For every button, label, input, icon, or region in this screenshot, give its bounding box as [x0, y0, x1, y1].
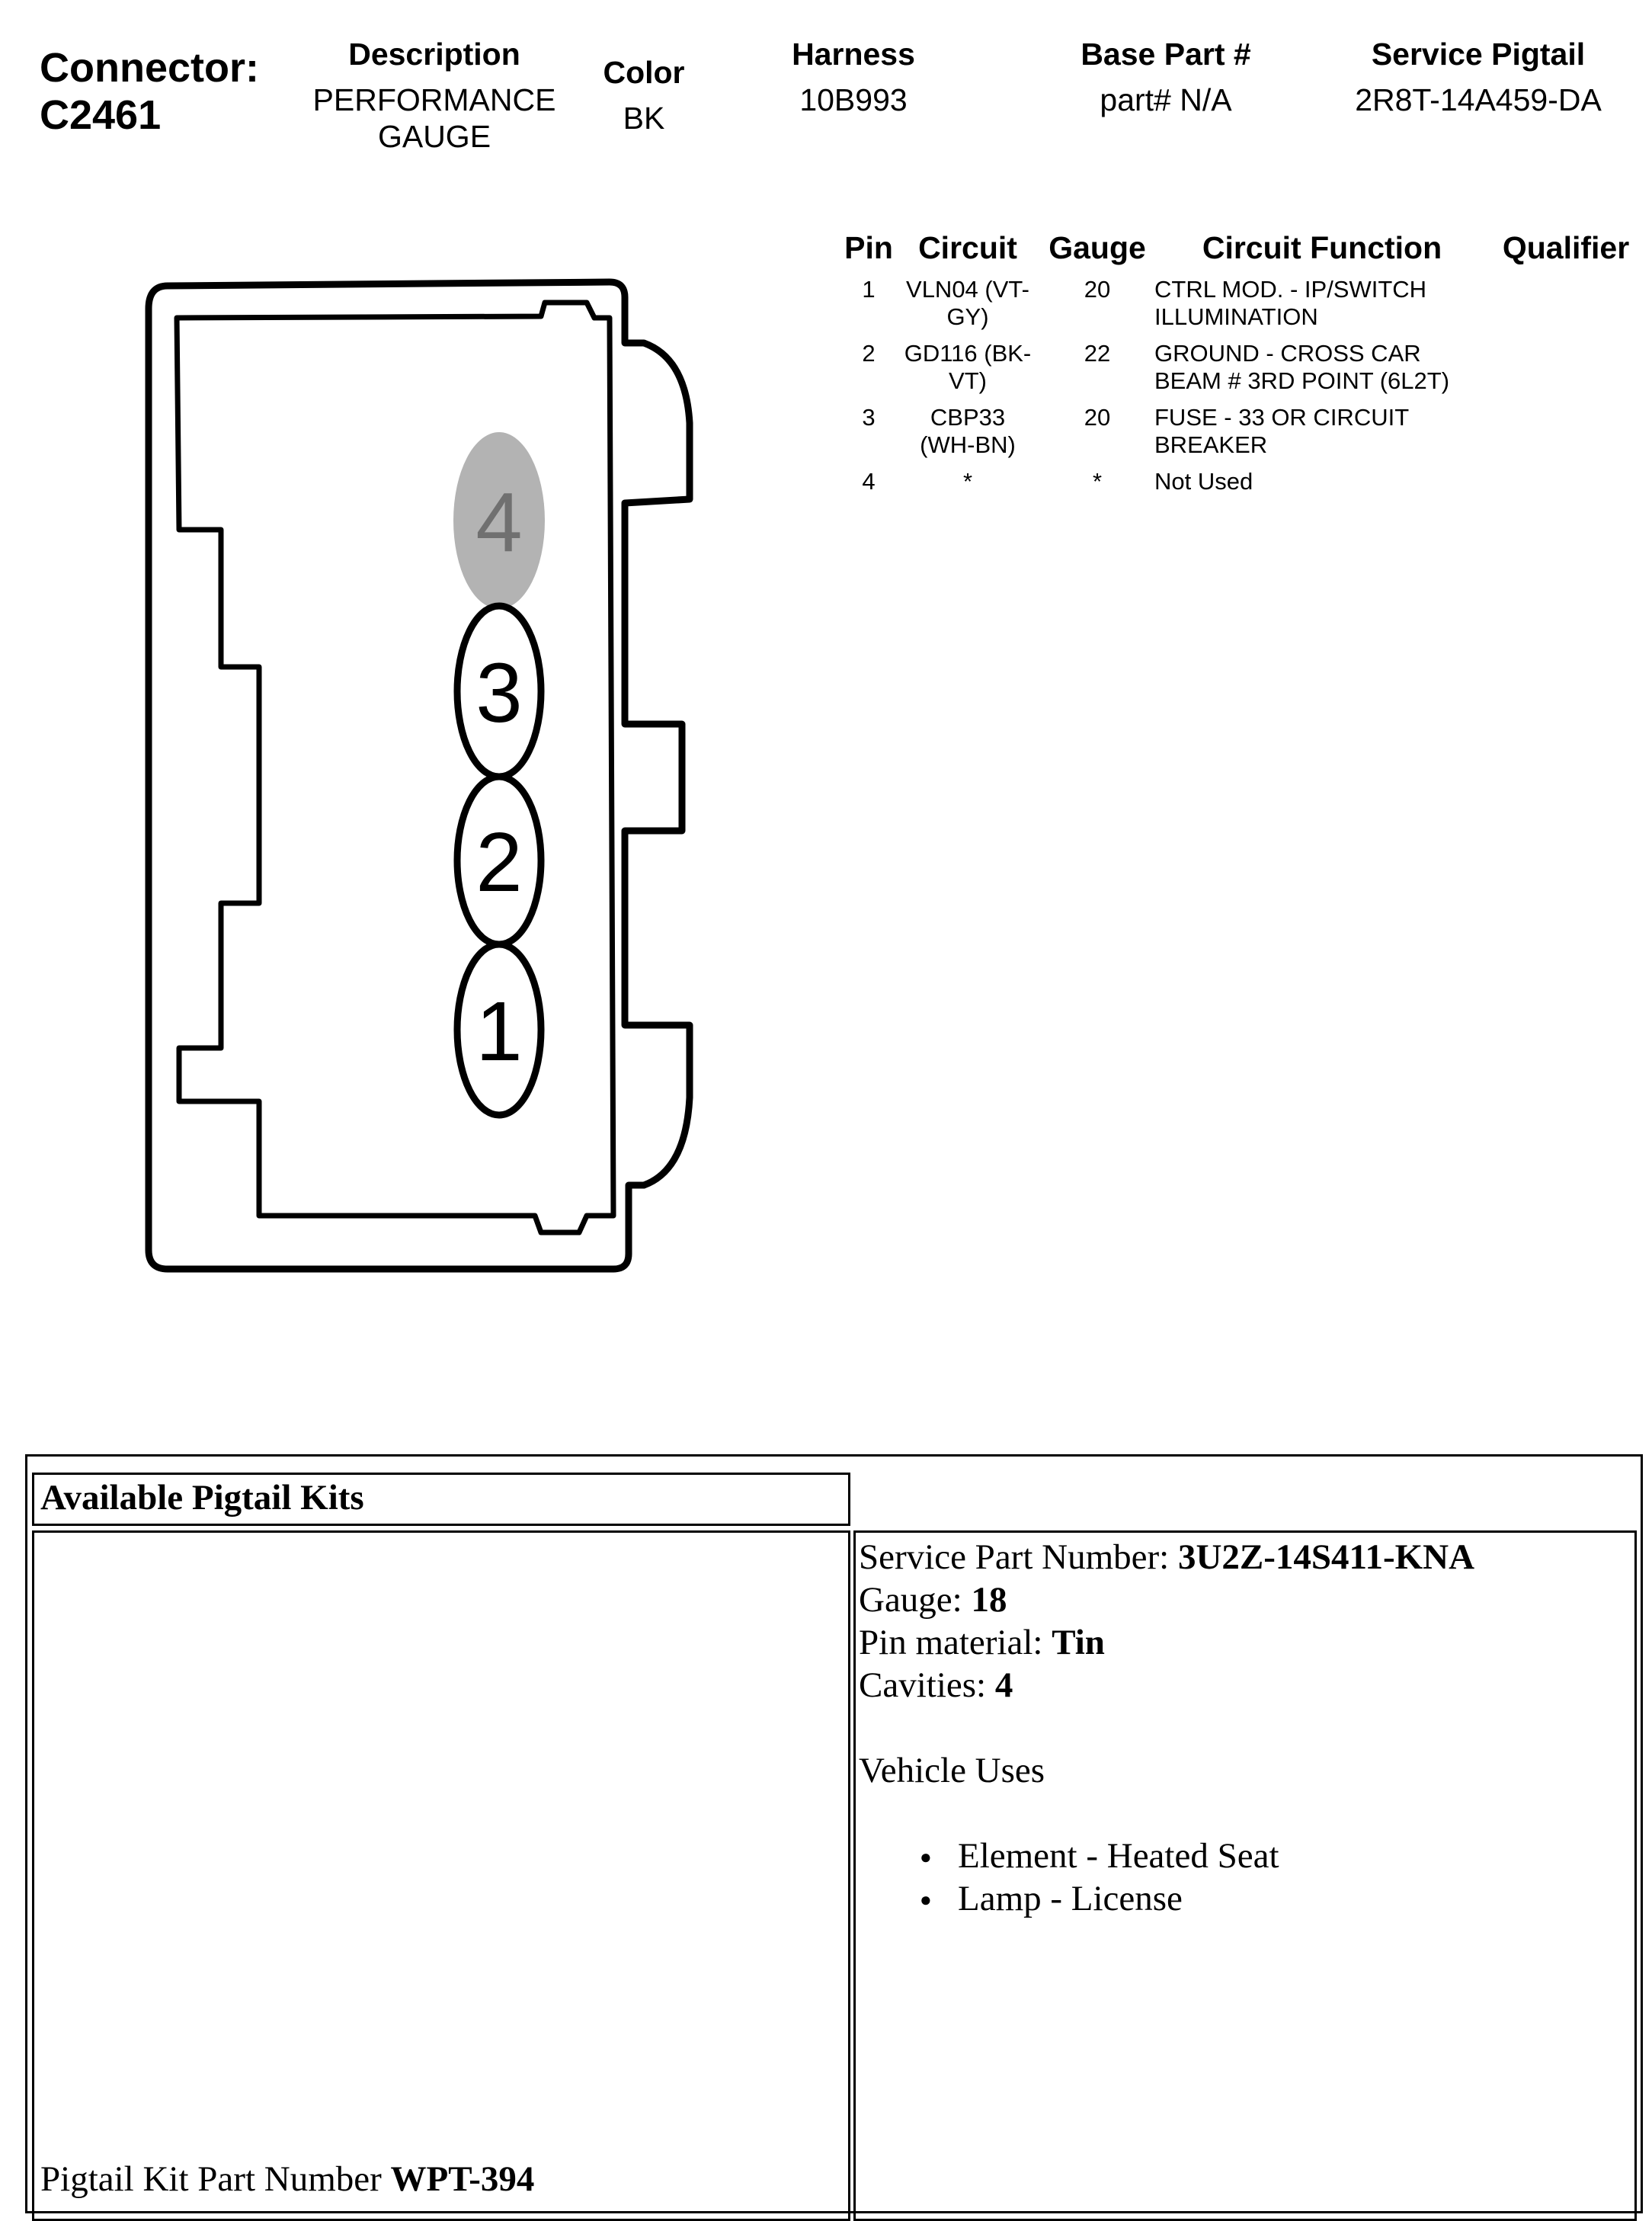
- service-pigtail-value: 2R8T-14A459-DA: [1355, 82, 1602, 117]
- circuit-column-header: Circuit: [918, 230, 1017, 265]
- row1-function: CTRL MOD. - IP/SWITCH ILLUMINATION: [1154, 276, 1505, 331]
- cavities-label: Cavities:: [859, 1665, 995, 1705]
- row3-circuit: CBP33 (WH-BN): [892, 404, 1044, 459]
- description-label: Description: [348, 37, 520, 72]
- circuit-function-column-header: Circuit Function: [1202, 230, 1442, 265]
- connector-label: Connector:: [40, 45, 259, 91]
- row2-circuit: GD116 (BK- VT): [892, 340, 1044, 395]
- kit-part-value: WPT-394: [390, 2159, 535, 2199]
- cavity-1: 1: [453, 941, 545, 1119]
- row1-circuit-line1: VLN04 (VT-: [906, 276, 1029, 303]
- kit-gauge: Gauge: 18: [859, 1578, 1631, 1621]
- connector-face-diagram: 4 3 2 1: [145, 278, 693, 1273]
- vehicle-uses-label: Vehicle Uses: [859, 1751, 1045, 1790]
- cavity-4-unused-fill: [453, 432, 545, 609]
- row2-function-line2: BEAM # 3RD POINT (6L2T): [1154, 367, 1450, 394]
- row3-circuit-line2: (WH-BN): [920, 431, 1016, 458]
- cavity-3-label: 3: [475, 646, 522, 740]
- pigtail-kits-title: Available Pigtail Kits: [40, 1478, 364, 1518]
- harness-value: 10B993: [799, 82, 908, 117]
- row1-pin: 1: [862, 276, 876, 303]
- row3-function: FUSE - 33 OR CIRCUIT BREAKER: [1154, 404, 1505, 459]
- description-line1: PERFORMANCE: [312, 82, 556, 117]
- row4-circuit: *: [892, 468, 1044, 495]
- color-label: Color: [603, 55, 685, 90]
- kit-part-label: Pigtail Kit Part Number: [40, 2159, 391, 2199]
- cavity-1-label: 1: [475, 985, 522, 1078]
- cavity-4: 4: [453, 432, 545, 609]
- kit-gauge-label: Gauge:: [859, 1580, 972, 1620]
- connector-id: C2461: [40, 92, 162, 138]
- kit-gauge-value: 18: [971, 1580, 1007, 1620]
- base-part-value: part# N/A: [1100, 82, 1232, 117]
- description-line2: GAUGE: [377, 119, 491, 154]
- row1-function-line1: CTRL MOD. - IP/SWITCH: [1154, 276, 1427, 303]
- row3-function-line2: BREAKER: [1154, 431, 1268, 458]
- row2-circuit-line1: GD116 (BK-: [904, 340, 1032, 367]
- harness-label: Harness: [792, 37, 915, 72]
- row3-function-line1: FUSE - 33 OR CIRCUIT: [1154, 404, 1410, 431]
- service-pigtail-label: Service Pigtail: [1371, 37, 1586, 72]
- service-part-number: Service Part Number: 3U2Z-14S411-KNA: [859, 1536, 1631, 1578]
- row4-circuit-line1: *: [962, 468, 973, 495]
- pin-material-label: Pin material:: [859, 1623, 1052, 1662]
- row2-pin: 2: [862, 340, 876, 367]
- row2-gauge: 22: [1084, 340, 1111, 367]
- connector-inner-outline: [174, 300, 616, 1235]
- service-part-value: 3U2Z-14S411-KNA: [1177, 1537, 1475, 1577]
- kit-pin-material: Pin material: Tin: [859, 1621, 1631, 1664]
- row1-function-line2: ILLUMINATION: [1154, 303, 1318, 330]
- row4-function-line1: Not Used: [1154, 468, 1253, 495]
- pin-column-header: Pin: [844, 230, 893, 265]
- vehicle-use-item: Lamp - License: [920, 1877, 1631, 1921]
- cavities-value: 4: [994, 1665, 1013, 1705]
- pigtail-kit-image-cell: Pigtail Kit Part Number WPT-394: [32, 1530, 850, 2221]
- row3-gauge: 20: [1084, 404, 1111, 431]
- cavity-4-label: 4: [475, 476, 522, 569]
- cavity-2-label: 2: [475, 816, 522, 909]
- gauge-column-header: Gauge: [1049, 230, 1146, 265]
- row1-circuit-line2: GY): [946, 303, 989, 330]
- pigtail-kit-details-cell: Service Part Number: 3U2Z-14S411-KNA Gau…: [853, 1530, 1637, 2221]
- kit-cavities: Cavities: 4: [859, 1664, 1631, 1707]
- cavity-3: 3: [453, 602, 545, 780]
- connector-outer-housing: [145, 278, 693, 1273]
- row4-pin: 4: [862, 468, 876, 495]
- row1-circuit: VLN04 (VT- GY): [892, 276, 1044, 331]
- row4-gauge: *: [1092, 468, 1103, 495]
- vehicle-use-item: Element - Heated Seat: [920, 1835, 1631, 1879]
- row1-gauge: 20: [1084, 276, 1111, 303]
- pigtail-kits-title-cell: Available Pigtail Kits: [32, 1473, 850, 1526]
- color-value: BK: [623, 101, 665, 136]
- service-part-label: Service Part Number:: [859, 1537, 1178, 1577]
- row3-circuit-line1: CBP33: [930, 404, 1006, 431]
- base-part-label: Base Part #: [1081, 37, 1251, 72]
- row2-function: GROUND - CROSS CAR BEAM # 3RD POINT (6L2…: [1154, 340, 1505, 395]
- pin-material-value: Tin: [1052, 1623, 1105, 1662]
- row2-circuit-line2: VT): [949, 367, 987, 394]
- qualifier-column-header: Qualifier: [1502, 230, 1630, 265]
- row4-function: Not Used: [1154, 468, 1505, 495]
- vehicle-uses-list: Element - Heated Seat Lamp - License: [920, 1835, 1631, 1921]
- cavity-2: 2: [453, 773, 545, 948]
- row2-function-line1: GROUND - CROSS CAR: [1154, 340, 1421, 367]
- pigtail-kit-part-number: Pigtail Kit Part Number WPT-394: [40, 2158, 534, 2200]
- row3-pin: 3: [862, 404, 876, 431]
